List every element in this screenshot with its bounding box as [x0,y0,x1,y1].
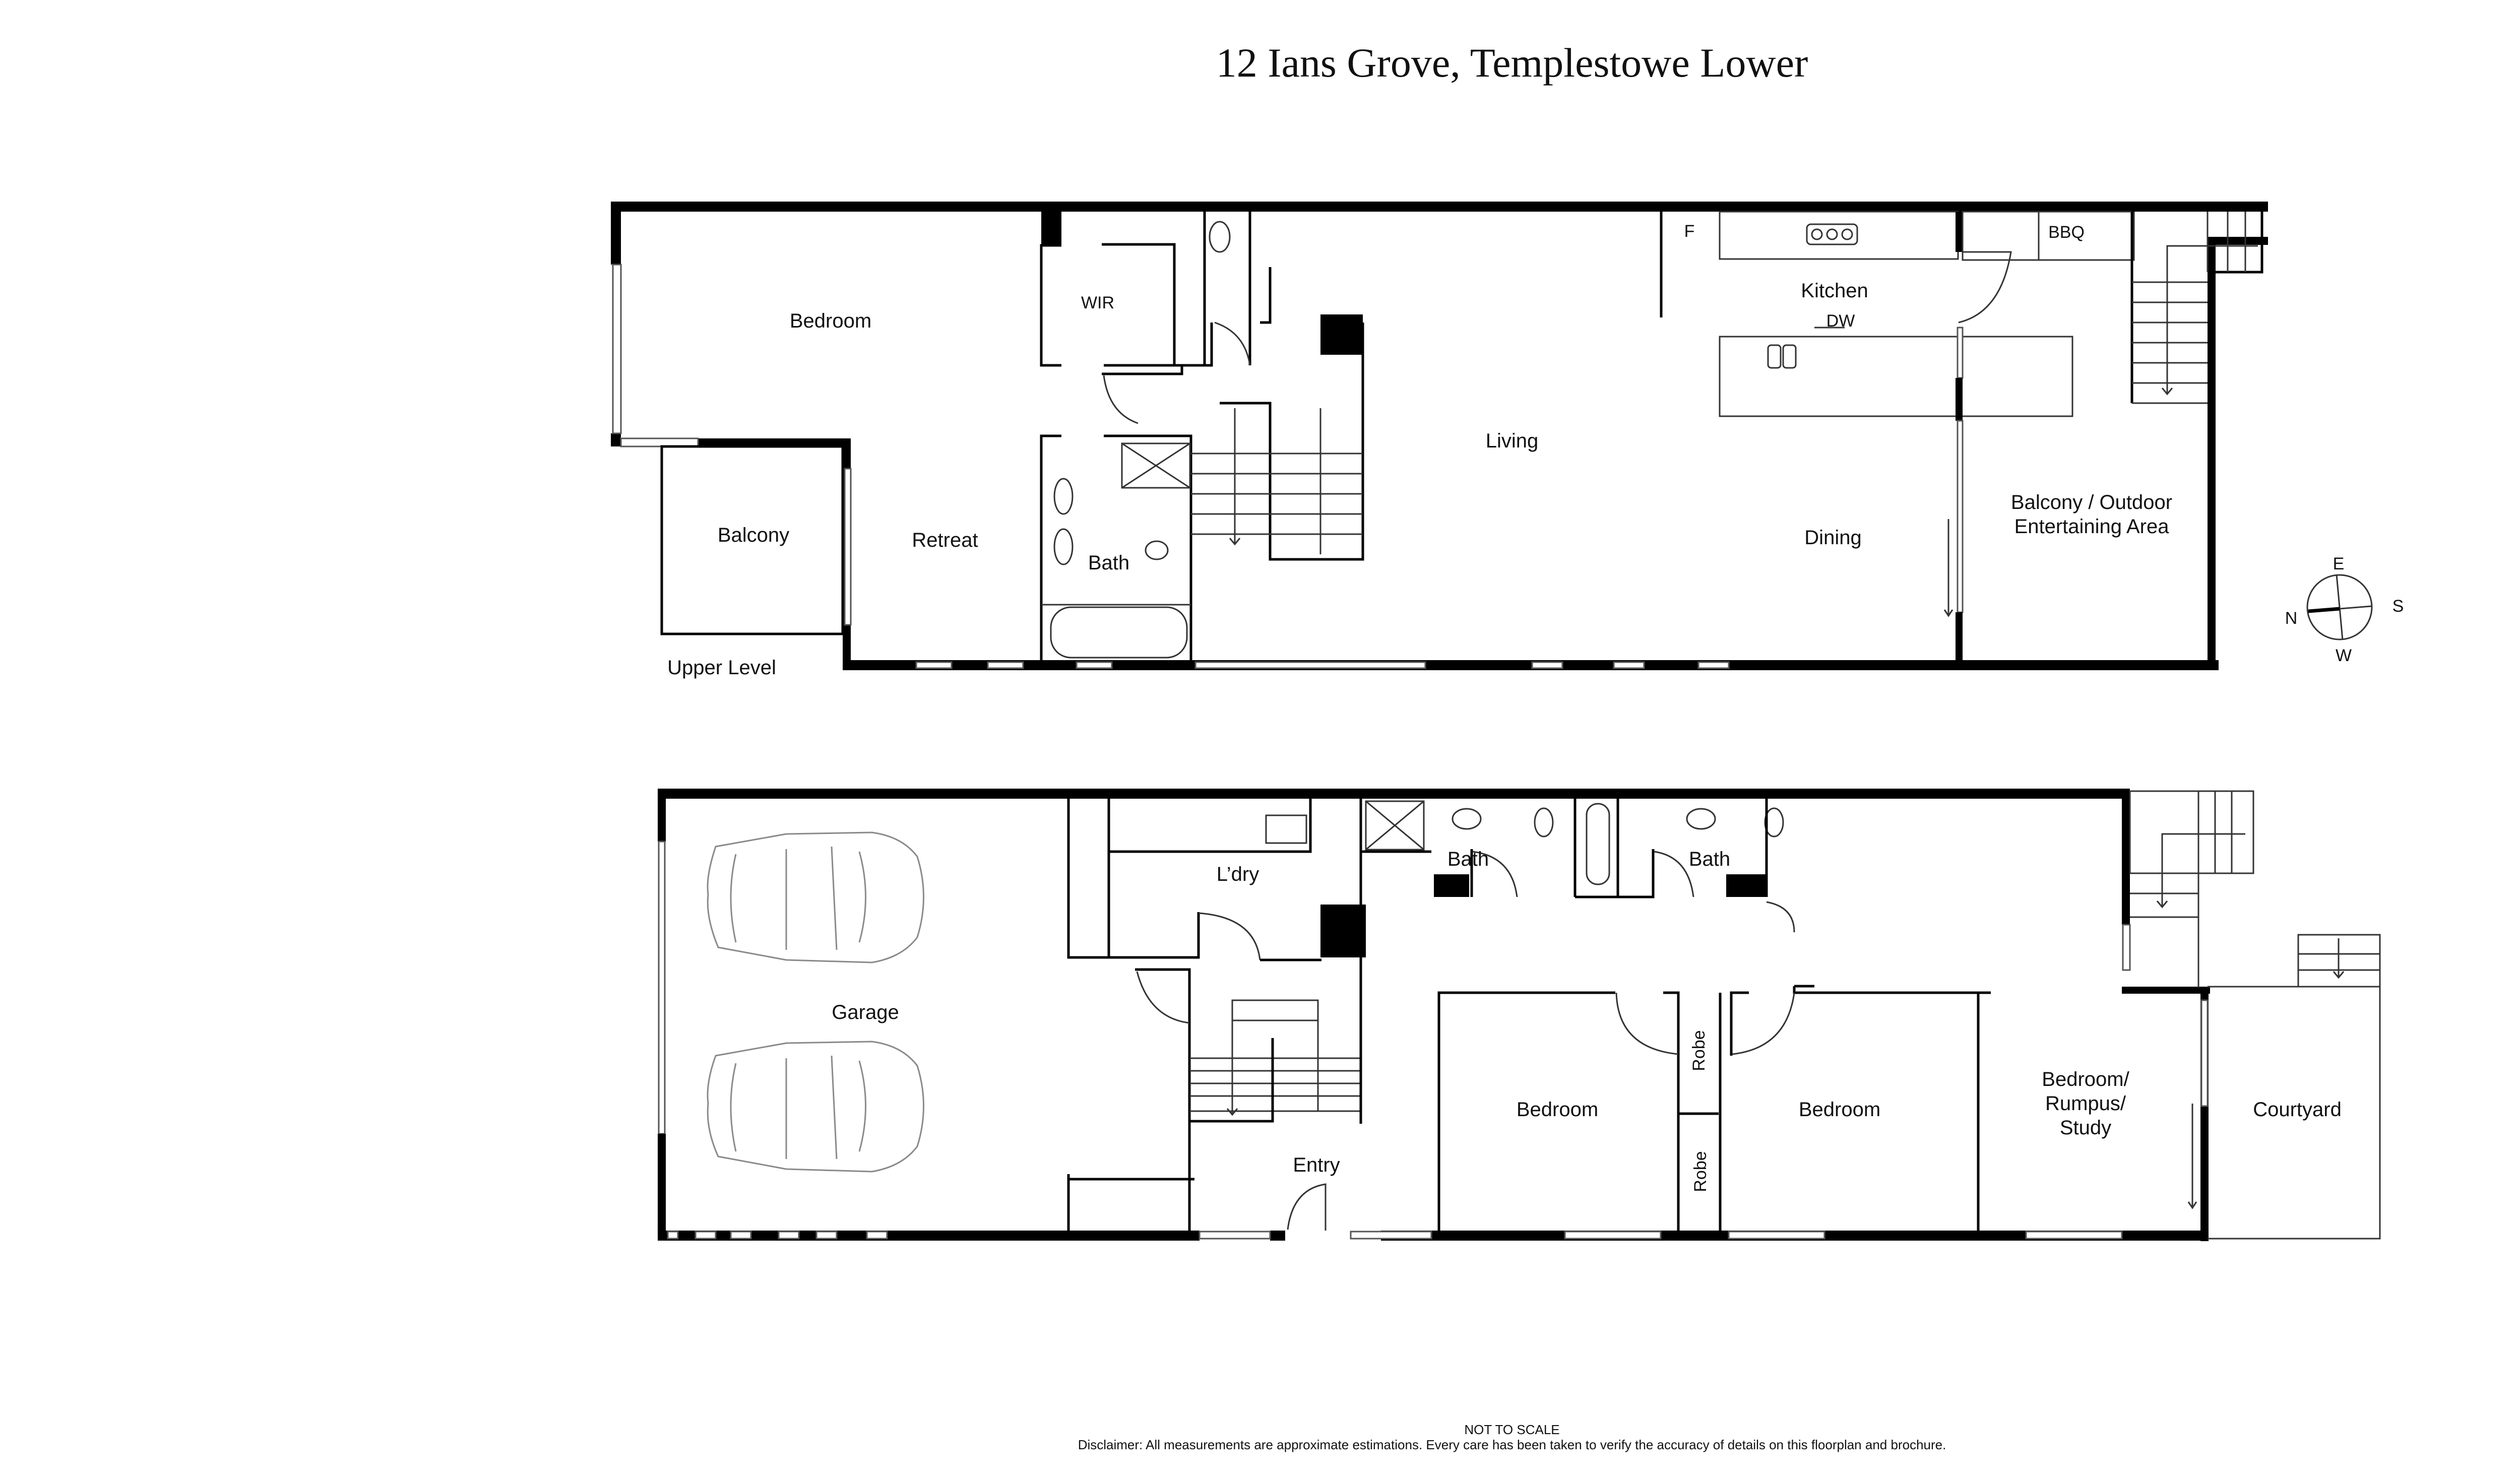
plan-title: 12 Ians Grove, Templestowe Lower [1216,40,1808,86]
room-label-bath-lower-2: Bath [1689,848,1730,870]
room-label-kitchen: Kitchen [1801,280,1868,302]
room-label-bedroom-lower-2: Bedroom [1799,1099,1880,1121]
room-label-balcony-outdoor-1: Balcony / Outdoor [2011,491,2172,513]
room-label-robe-2: Robe [1691,1151,1710,1192]
room-label-bath-lower-1: Bath [1447,848,1489,870]
car-2-icon [707,1041,924,1173]
room-label-garage: Garage [832,1001,899,1023]
scale-note: NOT TO SCALE [1464,1422,1560,1437]
compass-icon: E S N W [2285,554,2404,665]
room-label-retreat: Retreat [912,529,978,551]
room-label-balcony-outdoor-2: Entertaining Area [2014,516,2170,538]
room-label-entry: Entry [1293,1154,1340,1176]
upper-level [611,202,2268,670]
room-label-wir: WIR [1081,293,1114,312]
disclaimer: Disclaimer: All measurements are approxi… [1078,1437,1946,1452]
fixture-label-bbq: BBQ [2048,223,2085,242]
room-label-rumpus-2: Rumpus/ [2045,1092,2126,1115]
room-label-living: Living [1486,430,1539,452]
compass-s: S [2392,597,2404,616]
room-label-courtyard: Courtyard [2253,1099,2342,1121]
compass-n: N [2285,609,2298,628]
room-label-robe-1: Robe [1689,1030,1709,1071]
room-label-laundry: L’dry [1217,863,1259,885]
lower-level [658,789,2381,1241]
fixture-label-fridge: F [1684,222,1695,241]
room-label-bedroom-upper: Bedroom [790,310,871,332]
room-label-rumpus-1: Bedroom/ [2042,1068,2129,1090]
car-1-icon [707,831,924,963]
room-label-dining: Dining [1804,527,1861,549]
room-label-balcony: Balcony [718,524,789,546]
fixture-label-dw: DW [1826,311,1855,331]
compass-e: E [2333,554,2345,573]
room-label-bath-upper: Bath [1088,552,1129,574]
room-label-bedroom-lower-1: Bedroom [1517,1099,1598,1121]
compass-w: W [2336,646,2352,665]
level-label-upper: Upper Level [667,657,776,679]
room-label-rumpus-3: Study [2060,1117,2111,1139]
